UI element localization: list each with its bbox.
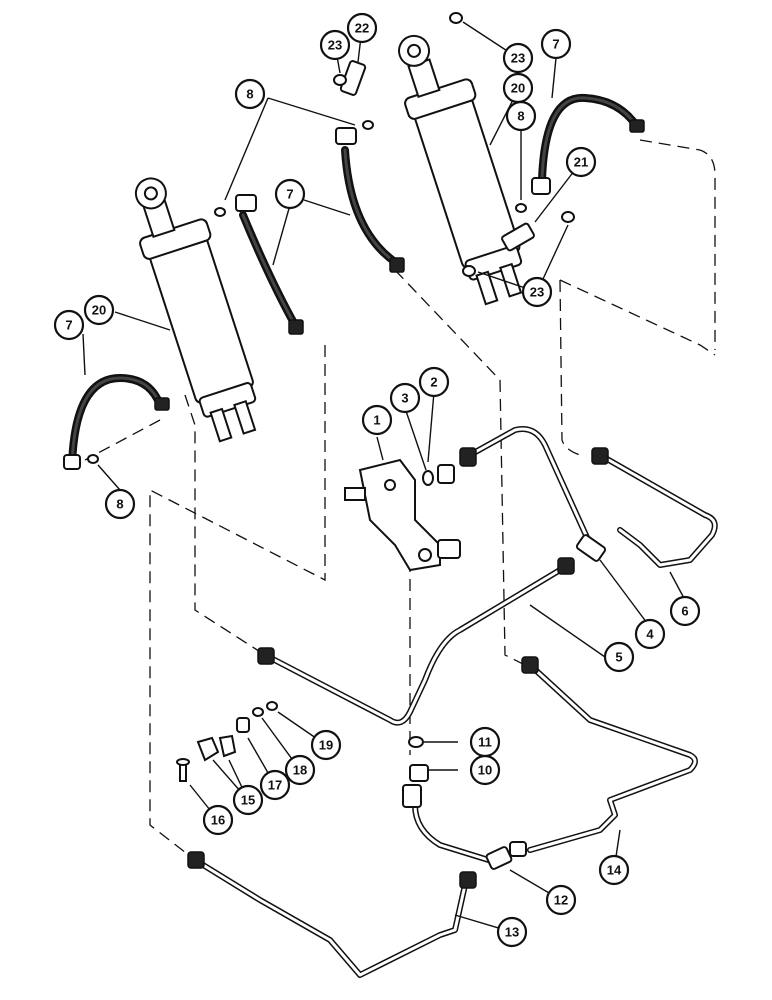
svg-text:8: 8: [116, 497, 123, 512]
callout-16: 16: [202, 804, 234, 836]
callout-20-right: 20: [502, 72, 534, 104]
dashed-routing-lines: [84, 139, 716, 861]
callout-7-center: 7: [274, 178, 306, 210]
svg-text:1: 1: [373, 413, 380, 428]
callout-3: 3: [389, 382, 421, 414]
svg-text:7: 7: [286, 187, 293, 202]
callout-23-top-left: 23: [319, 29, 351, 61]
callout-7-right: 7: [540, 28, 572, 60]
svg-text:22: 22: [355, 21, 369, 36]
small-fittings: [87, 12, 607, 870]
callout-23-bottom: 23: [521, 276, 553, 308]
svg-text:16: 16: [211, 813, 225, 828]
svg-text:23: 23: [511, 51, 525, 66]
callout-4: 4: [634, 618, 666, 650]
callout-7-left: 7: [53, 309, 85, 341]
svg-text:17: 17: [268, 778, 282, 793]
svg-text:8: 8: [517, 109, 524, 124]
hydraulic-cylinder-left: [134, 177, 257, 443]
svg-text:15: 15: [241, 793, 255, 808]
svg-text:13: 13: [505, 925, 519, 940]
svg-text:7: 7: [65, 318, 72, 333]
svg-text:11: 11: [478, 735, 492, 750]
svg-text:8: 8: [246, 87, 253, 102]
svg-text:5: 5: [615, 650, 622, 665]
callout-19: 19: [310, 729, 342, 761]
callout-6: 6: [669, 595, 701, 627]
svg-text:19: 19: [319, 738, 333, 753]
callout-17: 17: [259, 769, 291, 801]
callouts: 1 2 3 4 5 6 7 7 7 8 8 8 10 11 12 13 14 1…: [53, 12, 701, 948]
hydraulic-hoses: [63, 93, 645, 470]
svg-text:21: 21: [574, 155, 588, 170]
svg-text:14: 14: [607, 863, 622, 878]
valve-block: [344, 458, 461, 572]
svg-text:6: 6: [681, 604, 688, 619]
callout-8-top: 8: [234, 78, 266, 110]
svg-text:4: 4: [646, 627, 654, 642]
callout-14: 14: [598, 854, 630, 886]
callout-10: 10: [469, 754, 501, 786]
svg-text:12: 12: [554, 893, 568, 908]
callout-8-right: 8: [505, 100, 537, 132]
svg-text:10: 10: [478, 763, 492, 778]
svg-text:2: 2: [430, 375, 437, 390]
svg-text:7: 7: [552, 37, 559, 52]
callout-13: 13: [496, 916, 528, 948]
svg-text:23: 23: [530, 285, 544, 300]
callout-11: 11: [469, 726, 501, 758]
svg-text:20: 20: [511, 81, 525, 96]
callout-15: 15: [232, 784, 264, 816]
svg-text:18: 18: [293, 763, 307, 778]
callout-18: 18: [284, 754, 316, 786]
callout-21: 21: [565, 146, 597, 178]
callout-8-left: 8: [104, 488, 136, 520]
callout-20-left: 20: [83, 294, 115, 326]
hydraulic-cylinder-right: [398, 34, 523, 306]
callout-12: 12: [545, 884, 577, 916]
svg-text:20: 20: [92, 303, 106, 318]
svg-text:23: 23: [328, 38, 342, 53]
steel-tubes: [187, 426, 718, 978]
callout-1: 1: [361, 404, 393, 436]
svg-text:3: 3: [401, 391, 408, 406]
callout-23-top-right: 23: [502, 42, 534, 74]
callout-2: 2: [418, 366, 450, 398]
callout-5: 5: [603, 641, 635, 673]
callout-22: 22: [346, 12, 378, 44]
